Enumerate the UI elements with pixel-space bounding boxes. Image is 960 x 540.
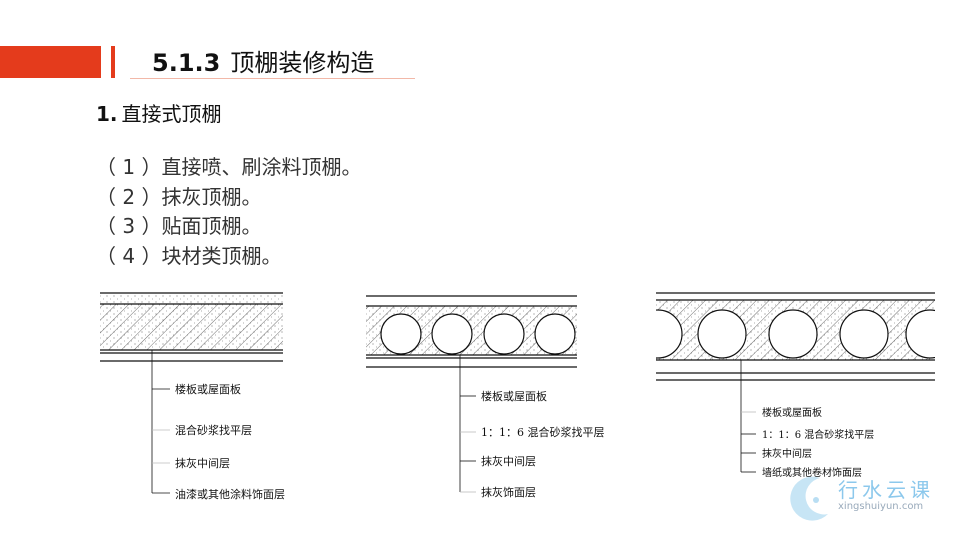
- list-item: （ 3 ）贴面顶棚。: [96, 214, 262, 238]
- diagram-label: 楼板或屋面板: [175, 382, 241, 396]
- page-title: 5.1.3 顶棚装修构造: [152, 43, 374, 78]
- diagram-label: 楼板或屋面板: [762, 406, 822, 419]
- diagram-hollow-slab-wallpaper: 楼板或屋面板 1：1：6 混合砂浆找平层 抹灰中间层 墙纸或其他卷材饰面层: [656, 292, 935, 479]
- header-accent-divider: [111, 46, 115, 78]
- diagram-hollow-slab: 楼板或屋面板 1：1：6 混合砂浆找平层 抹灰中间层 抹灰饰面层: [366, 295, 605, 499]
- diagram-solid-slab: 楼板或屋面板 混合砂浆找平层 抹灰中间层 油漆或其他涂料饰面层: [100, 292, 285, 501]
- diagram-label: 抹灰中间层: [481, 454, 536, 468]
- diagram-label: 混合砂浆找平层: [175, 423, 252, 437]
- watermark-cn: 行水云课: [838, 478, 934, 502]
- header-accent-bar: [0, 46, 101, 78]
- diagram-label: 抹灰中间层: [175, 456, 230, 470]
- diagram-label: 墙纸或其他卷材饰面层: [762, 466, 862, 479]
- diagram-label: 1：1：6 混合砂浆找平层: [762, 428, 874, 441]
- subheading-number: 1.: [96, 102, 118, 126]
- subheading-text: 直接式顶棚: [121, 102, 222, 126]
- section-number: 5.1.3: [152, 49, 221, 77]
- diagram-label: 楼板或屋面板: [481, 389, 547, 403]
- diagram-label: 抹灰中间层: [762, 447, 812, 460]
- diagram-label: 1：1：6 混合砂浆找平层: [481, 425, 605, 439]
- watermark: 行水云课 xingshuiyun.com: [780, 470, 940, 530]
- diagram-label: 油漆或其他涂料饰面层: [175, 487, 285, 501]
- title-underline: [130, 78, 415, 79]
- diagram-label: 抹灰饰面层: [481, 485, 536, 499]
- subheading: 1.直接式顶棚: [96, 98, 222, 127]
- list-item: （ 4 ）块材类顶棚。: [96, 243, 282, 268]
- list-item: （ 2 ）抹灰顶棚。: [96, 184, 262, 209]
- watermark-wave-logo: [790, 476, 828, 521]
- ceiling-type-list: （ 1 ）直接喷、刷涂料顶棚。 （ 2 ）抹灰顶棚。 （ 3 ）贴面顶棚。 （ …: [96, 153, 361, 271]
- watermark-en: xingshuiyun.com: [838, 501, 924, 512]
- section-title: 顶棚装修构造: [230, 49, 375, 77]
- list-item: （ 1 ）直接喷、刷涂料顶棚。: [96, 155, 362, 179]
